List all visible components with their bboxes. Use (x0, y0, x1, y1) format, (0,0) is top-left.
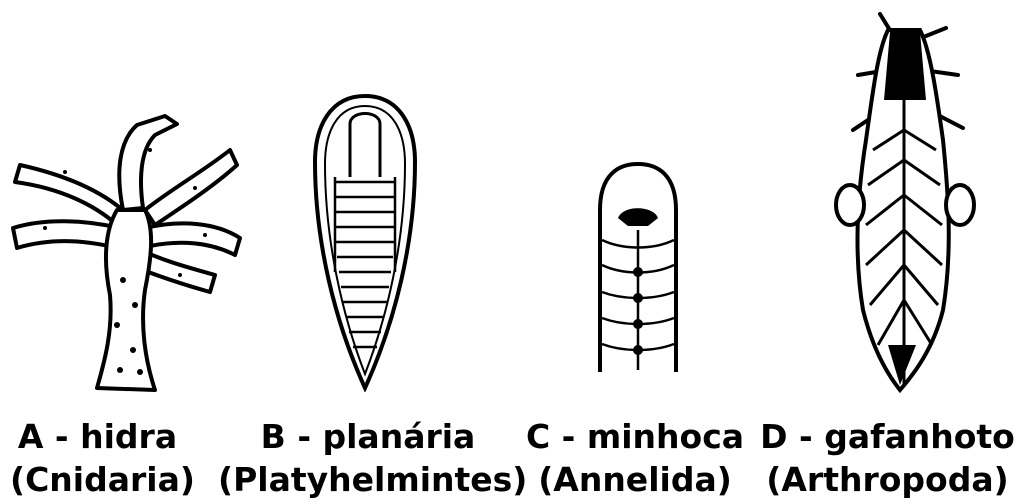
phylum-platyhelmintes: (Platyhelmintes) (218, 463, 518, 496)
label-grasshopper: D - gafanhoto (Arthropoda) (760, 420, 1015, 496)
caption-planaria: B - planária (218, 420, 518, 453)
phylum-arthropoda: (Arthropoda) (760, 463, 1015, 496)
label-hydra: A - hidra (Cnidaria) (10, 420, 185, 496)
caption-grasshopper: D - gafanhoto (760, 420, 1015, 453)
planaria-drawing (305, 92, 425, 392)
label-earthworm: C - minhoca (Annelida) (525, 420, 745, 496)
caption-earthworm: C - minhoca (525, 420, 745, 453)
phylum-annelida: (Annelida) (525, 463, 745, 496)
hydra-drawing (5, 110, 250, 395)
phylum-cnidaria: (Cnidaria) (10, 463, 185, 496)
caption-hydra: A - hidra (10, 420, 185, 453)
grasshopper-drawing (828, 10, 988, 395)
label-planaria: B - planária (Platyhelmintes) (218, 420, 518, 496)
earthworm-drawing (588, 160, 688, 375)
